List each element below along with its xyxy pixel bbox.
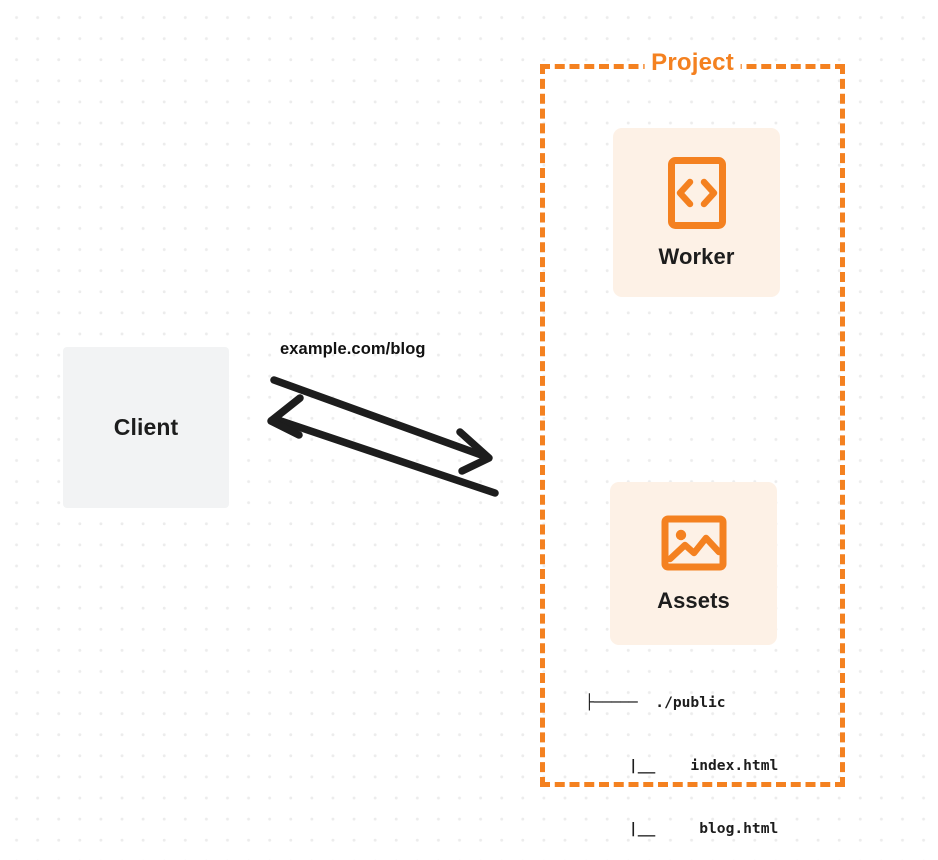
worker-service-card[interactable]: Worker	[613, 128, 780, 297]
assets-service-card[interactable]: Assets	[610, 482, 777, 645]
file-tree-row-blog: |__ blog.html	[585, 820, 779, 837]
response-arrow	[267, 394, 499, 497]
file-tree-row-root: ├───── ./public	[585, 694, 726, 711]
asset-file-tree: ├───── ./public |__ index.html |__ blog.…	[585, 650, 778, 860]
project-boundary: Project Worker Assets ├───── ./public |_…	[540, 49, 845, 837]
assets-card-label: Assets	[657, 587, 730, 613]
client-node-label: Client	[113, 414, 179, 440]
request-url-label: example.com/blog	[280, 340, 426, 358]
image-icon	[661, 515, 726, 570]
code-brackets-icon	[667, 156, 726, 229]
request-arrow	[270, 376, 493, 475]
client-node[interactable]: Client	[63, 347, 229, 508]
file-tree-row-index: |__ index.html	[585, 757, 779, 774]
project-title-label: Project	[644, 49, 741, 77]
worker-card-label: Worker	[658, 243, 735, 269]
